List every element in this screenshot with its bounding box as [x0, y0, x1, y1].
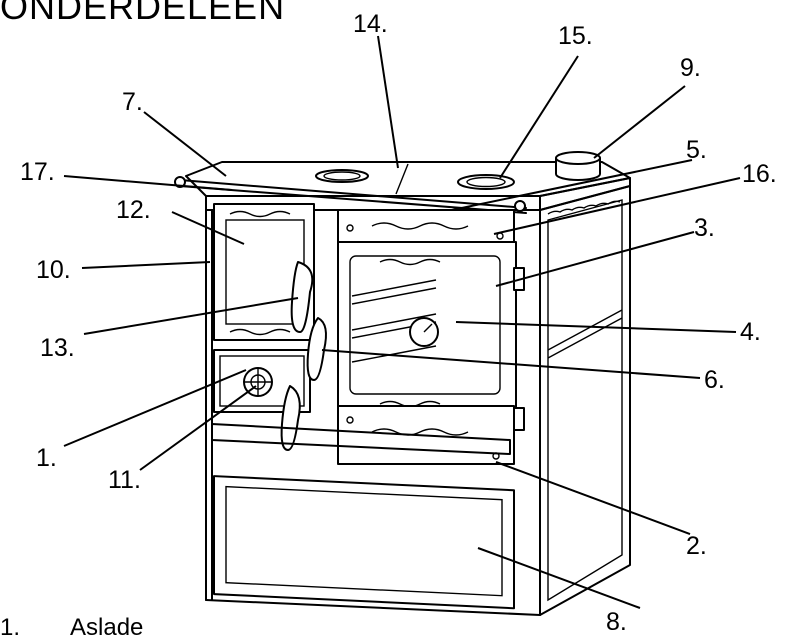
callout-13: 13.: [40, 334, 75, 362]
callout-14: 14.: [353, 10, 388, 38]
legend-number: 1.: [0, 614, 21, 641]
hotplate-left: [315, 169, 369, 183]
callout-11: 11.: [108, 466, 141, 494]
towel-rail: [174, 176, 527, 214]
firebox-door: [213, 203, 315, 341]
storage-drawer: [211, 423, 515, 610]
stove-body: [174, 151, 631, 616]
leader-10: [81, 261, 211, 269]
callout-5: 5.: [686, 136, 707, 164]
callout-10: 10.: [36, 256, 71, 284]
leader-3: [495, 231, 695, 287]
leader-7: [143, 111, 227, 177]
callout-labels: 14. 15. 9. 7. 5. 17. 16. 12. 3. 10. 4. 1…: [20, 10, 777, 636]
diagram-title: ONDERDELEEN: [0, 0, 286, 27]
leader-13: [83, 297, 299, 335]
leader-2: [495, 461, 691, 535]
leader-9: [593, 85, 686, 159]
callout-9: 9.: [680, 54, 701, 82]
callout-7: 7.: [122, 88, 143, 116]
callout-4: 4.: [740, 318, 761, 346]
leader-17: [63, 175, 233, 191]
callout-6: 6.: [704, 366, 725, 394]
callout-2: 2.: [686, 532, 707, 560]
leader-11: [139, 385, 257, 471]
leader-15: [499, 55, 579, 179]
callout-16: 16.: [742, 160, 777, 188]
callout-8: 8.: [606, 608, 627, 635]
leader-lines: [63, 35, 741, 609]
leader-1: [63, 369, 247, 447]
leader-16: [493, 177, 741, 235]
leader-8: [477, 547, 641, 609]
hotplate-right: [457, 174, 515, 190]
callout-17: 17.: [20, 158, 55, 186]
legend-first-entry: 1. Aslade: [0, 614, 143, 642]
oven-door: [306, 241, 525, 431]
callout-3: 3.: [694, 214, 715, 242]
ash-drawer: [213, 349, 311, 451]
callout-12: 12.: [116, 196, 151, 224]
callout-15: 15.: [558, 22, 593, 50]
leader-12: [171, 211, 245, 245]
leader-6: [321, 349, 701, 379]
leader-4: [455, 321, 737, 333]
leader-14: [377, 35, 399, 169]
leader-5: [451, 159, 693, 211]
callout-1: 1.: [36, 444, 57, 472]
legend-text: Aslade: [70, 614, 144, 641]
flue-collar: [555, 151, 601, 181]
